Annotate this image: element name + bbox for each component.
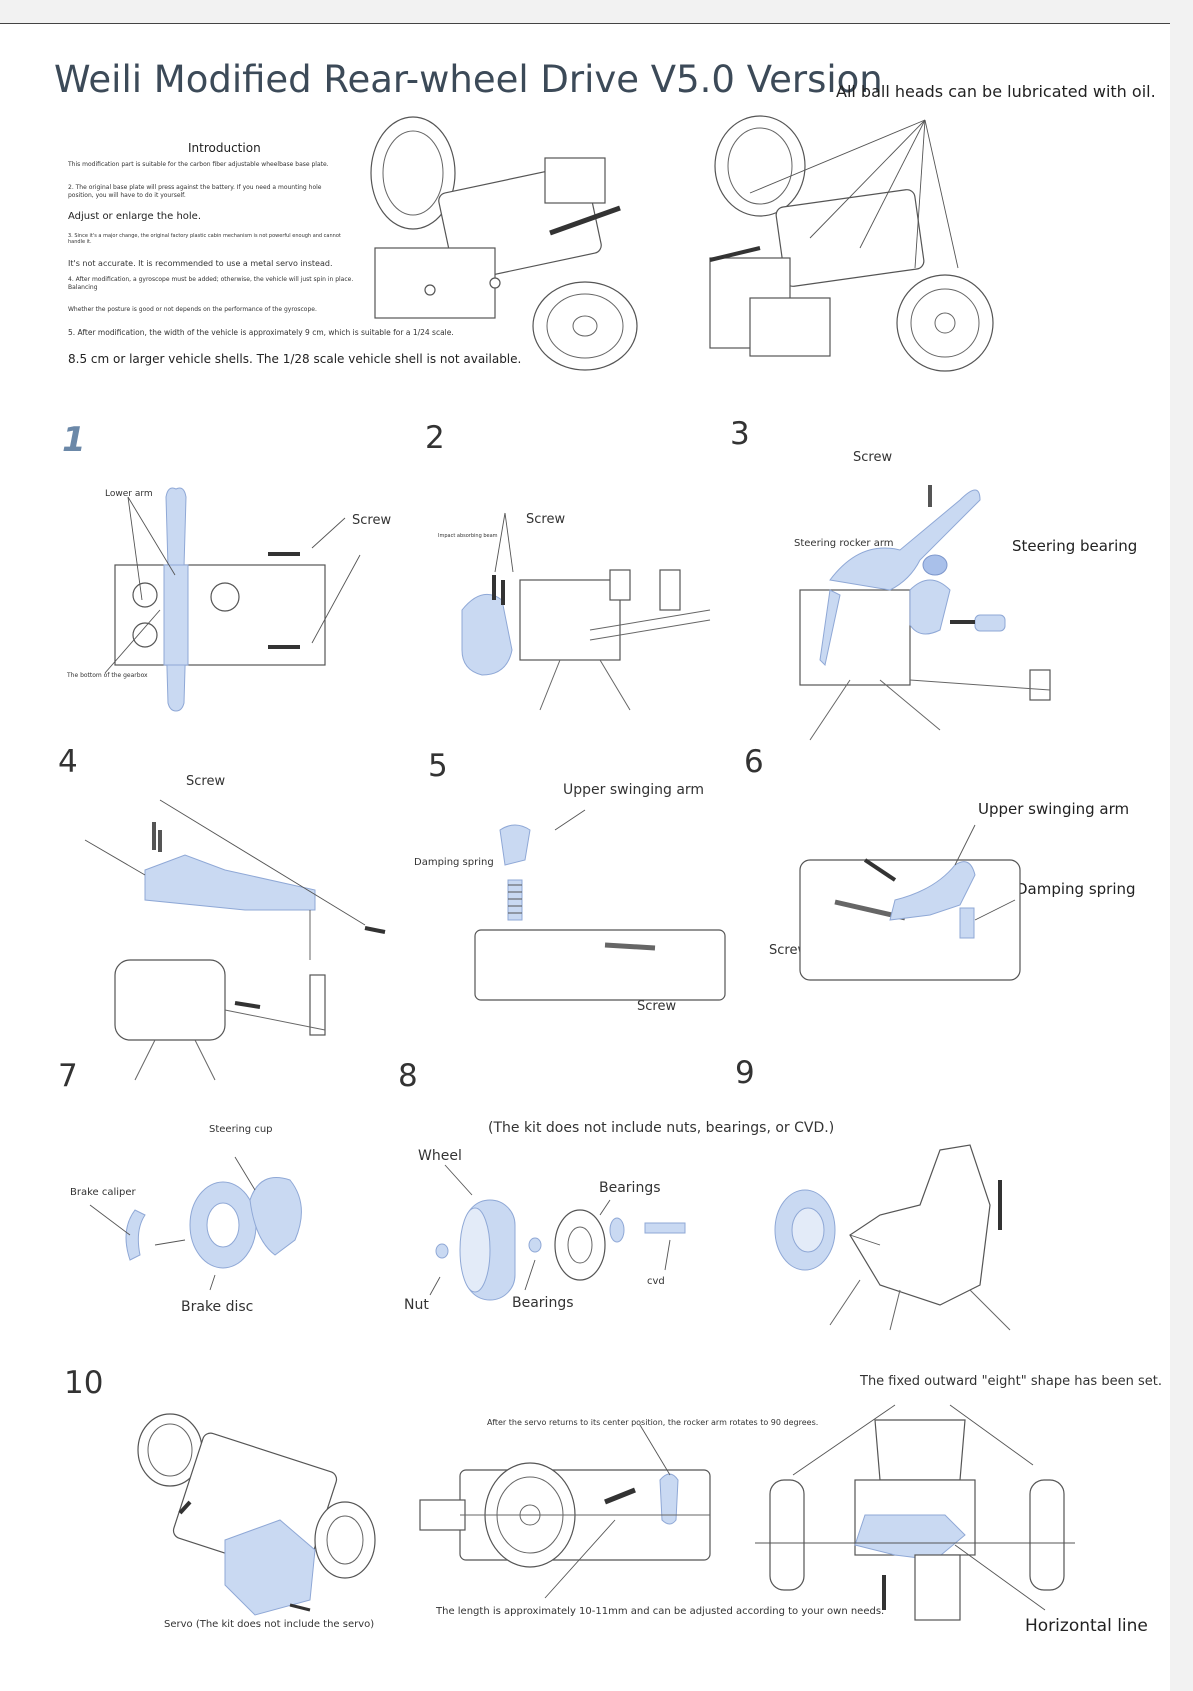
step-8-illustration: [429, 1164, 686, 1301]
step-7-steering-cup-label: Steering cup: [209, 1124, 273, 1135]
step-10-eight-note: The fixed outward "eight" shape has been…: [860, 1374, 1162, 1389]
step-7-disc-label: Brake disc: [181, 1299, 254, 1315]
step-6-spring-label: Damping spring: [1016, 880, 1136, 898]
step-6-screw-label: Screw: [769, 943, 809, 958]
step-10-number: 10: [64, 1365, 104, 1401]
step-3-rocker-label: Steering rocker arm: [794, 538, 894, 549]
step-9-number: 9: [735, 1055, 755, 1091]
step-2-number: 2: [425, 420, 445, 456]
step-8-nut-label: Nut: [404, 1297, 429, 1313]
step-8-kit-note: (The kit does not include nuts, bearings…: [488, 1120, 835, 1136]
step-5-upper-arm-label: Upper swinging arm: [563, 782, 705, 798]
step-5-spring-label: Damping spring: [414, 857, 494, 868]
intro-line-8: 5. After modification, the width of the …: [68, 328, 454, 337]
step-6-upper-arm-label: Upper swinging arm: [978, 800, 1130, 818]
intro-line-5: It's not accurate. It is recommended to …: [68, 259, 333, 268]
step-7-number: 7: [58, 1058, 78, 1094]
step-5-number: 5: [428, 748, 448, 784]
step-7-illustration: [89, 1156, 302, 1291]
chassis-rear-view: [709, 115, 994, 372]
intro-line-9: 8.5 cm or larger vehicle shells. The 1/2…: [68, 352, 522, 366]
step-8-number: 8: [398, 1058, 418, 1094]
page-title: Weili Modified Rear-wheel Drive V5.0 Ver…: [54, 58, 883, 101]
step-2-beam-label: Impact absorbing beam: [438, 533, 498, 539]
step-8-wheel-label: Wheel: [418, 1148, 462, 1164]
step-8-bearings-top-label: Bearings: [599, 1180, 661, 1196]
lubrication-note: All ball heads can be lubricated with oi…: [836, 82, 1156, 101]
top-rule: [0, 23, 1170, 24]
step-4-number: 4: [58, 744, 78, 780]
step-1-screw-label: Screw: [352, 513, 392, 528]
step-2-screw-label: Screw: [526, 512, 566, 527]
step-4-illustration: [84, 799, 386, 1081]
intro-line-1: This modification part is suitable for t…: [68, 161, 329, 168]
step-8-cvd-label: cvd: [647, 1276, 665, 1287]
step-3-number: 3: [730, 416, 750, 452]
step-7-caliper-label: Brake caliper: [70, 1187, 136, 1198]
step-10-servo-illustration: [137, 1413, 376, 1616]
step-10-servo-label: Servo (The kit does not include the serv…: [164, 1619, 375, 1630]
intro-line-3: Adjust or enlarge the hole.: [68, 211, 202, 222]
intro-line-6: 4. After modification, a gyroscope must …: [68, 276, 354, 291]
step-3-screw-label: Screw: [853, 450, 893, 465]
step-5-screw-label: Screw: [637, 999, 677, 1014]
step-1-lower-arm-label: Lower arm: [105, 489, 153, 499]
step-4-screw-label: Screw: [186, 774, 226, 789]
step-10-center-note: After the servo returns to its center po…: [487, 1418, 819, 1427]
chassis-front-view: [370, 116, 638, 371]
intro-heading: Introduction: [188, 141, 261, 155]
step-3-bearing-label: Steering bearing: [1012, 537, 1138, 555]
step-8-bearings-bottom-label: Bearings: [512, 1295, 574, 1311]
step-9-illustration: [774, 1144, 1011, 1331]
step-2-illustration: [461, 512, 711, 711]
step-10-front-illustration: [755, 1404, 1075, 1621]
step-6-number: 6: [744, 744, 764, 780]
intro-line-4: 3. Since it's a major change, the origin…: [68, 233, 341, 245]
step-10-horizontal-label: Horizontal line: [1025, 1616, 1148, 1636]
intro-line-2: 2. The original base plate will press ag…: [68, 184, 322, 199]
step-3-illustration: [799, 485, 1051, 741]
intro-line-7: Whether the posture is good or not depen…: [68, 306, 317, 313]
step-10-length-note: The length is approximately 10-11mm and …: [436, 1606, 885, 1617]
step-1-gearbox-label: The bottom of the gearbox: [67, 672, 148, 679]
step-1-illustration: [104, 487, 361, 712]
step-10-rocker-illustration: [419, 1424, 711, 1599]
step-1-number: 1: [62, 420, 86, 460]
step-6-illustration: [799, 824, 1021, 981]
step-5-illustration: [474, 809, 726, 1001]
